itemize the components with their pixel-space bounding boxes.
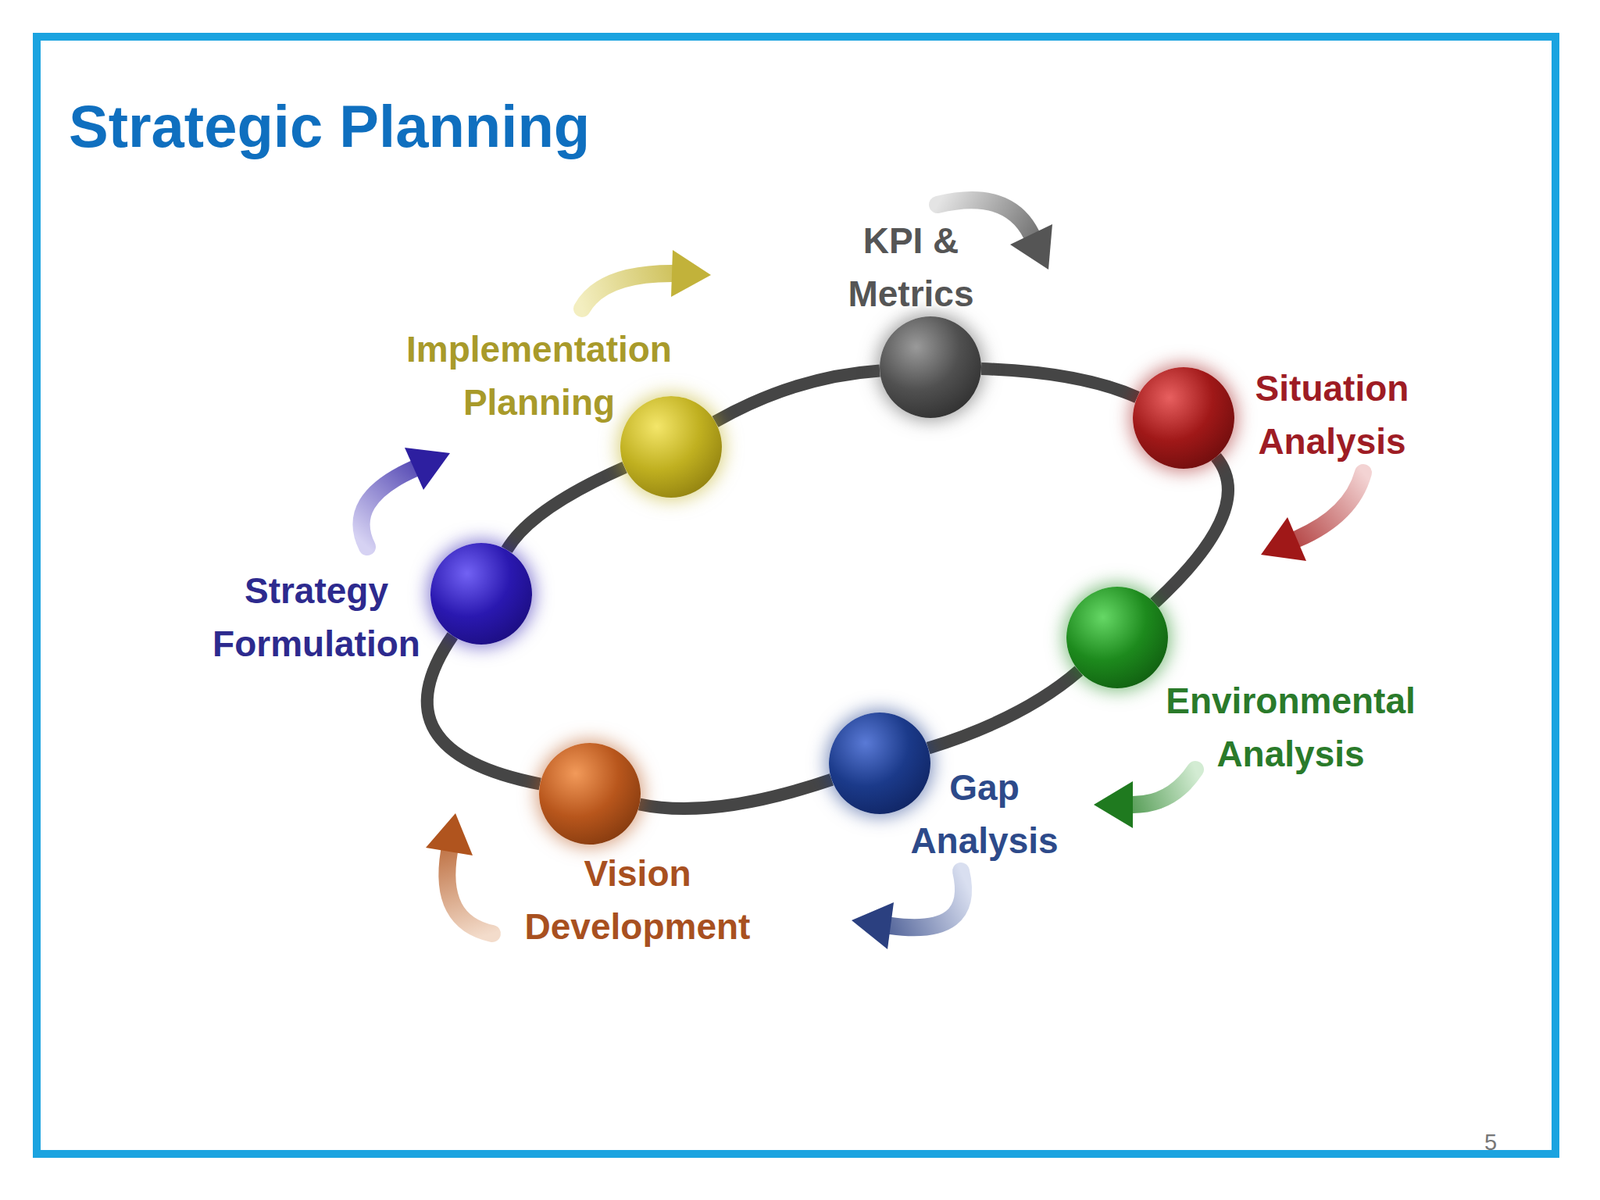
- ring-segment: [639, 779, 833, 809]
- node-label: Strategy Formulation: [199, 564, 434, 671]
- slide-title: Strategic Planning: [68, 96, 590, 157]
- ring-segment: [928, 671, 1079, 749]
- node-label: Vision Development: [508, 846, 767, 954]
- node-label: Environmental Analysis: [1142, 674, 1440, 781]
- ring-segment: [427, 635, 540, 785]
- sphere-node: Gap Analysis: [828, 712, 931, 815]
- node-label: Gap Analysis: [882, 760, 1086, 868]
- sphere-node: Strategy Formulation: [430, 542, 533, 645]
- sphere-node: Environmental Analysis: [1066, 586, 1168, 689]
- ring-segment: [1154, 457, 1229, 604]
- ring-segment: [981, 368, 1138, 398]
- sphere-node: Situation Analysis: [1132, 367, 1235, 469]
- sphere-node: KPI & Metrics: [879, 316, 982, 418]
- ring-segment: [715, 370, 881, 422]
- sphere-node: Implementation Planning: [620, 396, 722, 498]
- node-label: KPI & Metrics: [828, 214, 993, 321]
- ring-segment: [507, 467, 625, 550]
- sphere-node: Vision Development: [539, 742, 641, 845]
- page-number: 5: [1484, 1131, 1497, 1154]
- node-label: Situation Analysis: [1226, 361, 1438, 468]
- node-label: Implementation Planning: [390, 322, 688, 429]
